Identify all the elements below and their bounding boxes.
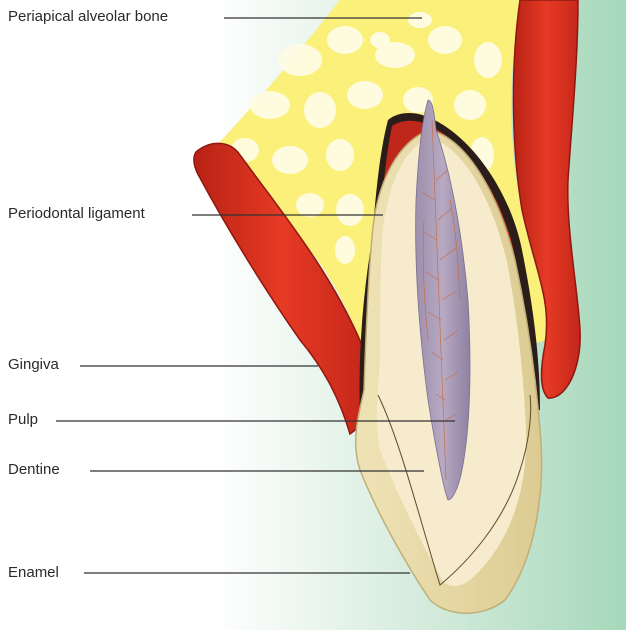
label-gingiva: Gingiva	[8, 356, 59, 374]
label-periapical-alveolar-bone: Periapical alveolar bone	[8, 8, 168, 26]
label-enamel: Enamel	[8, 564, 59, 582]
label-pulp: Pulp	[8, 411, 38, 429]
label-dentine: Dentine	[8, 461, 60, 479]
label-periodontal-ligament: Periodontal ligament	[8, 205, 145, 223]
